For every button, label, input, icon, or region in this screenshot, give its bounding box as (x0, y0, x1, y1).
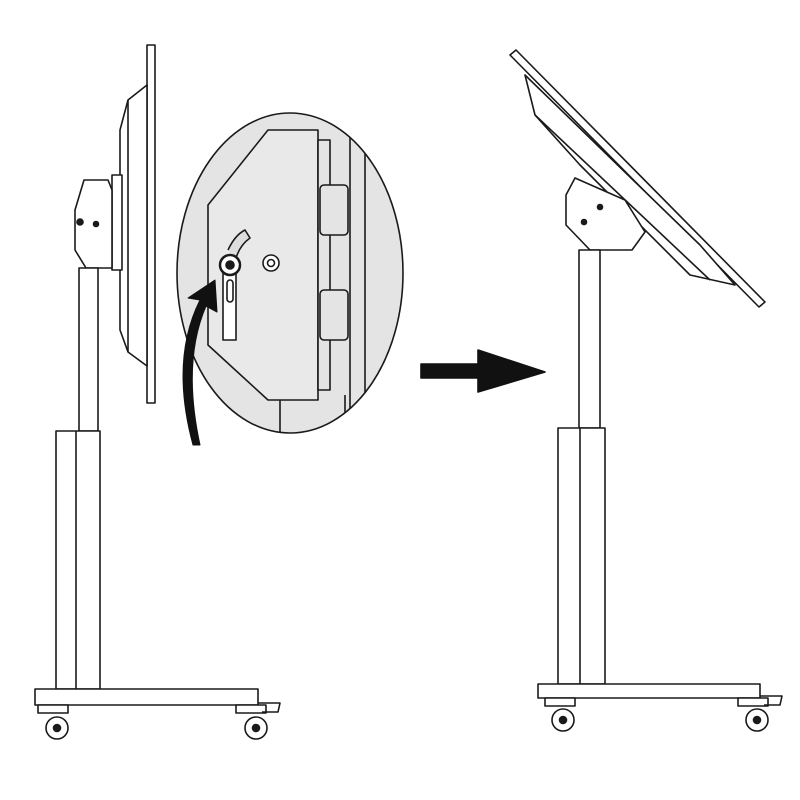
stand-tilted (509, 49, 783, 732)
mount-plate (111, 174, 123, 271)
detail-zoom (176, 112, 404, 446)
base-right (537, 683, 761, 699)
stand-upright (34, 44, 281, 740)
lower-column (55, 430, 101, 690)
lower-column-right (557, 427, 606, 685)
caster-left (37, 704, 69, 740)
base (34, 688, 259, 706)
caster-right-left (544, 697, 576, 732)
tilted-screen-housing (524, 74, 736, 286)
upper-column (78, 267, 99, 432)
tilt-bracket-right (565, 177, 646, 251)
upper-column-right (578, 249, 601, 429)
caster-right-right (737, 695, 783, 732)
tilted-screen-panel (509, 49, 766, 308)
screen-panel (146, 44, 156, 404)
caster-right (235, 702, 281, 740)
rotate-arrow-icon (182, 279, 218, 446)
transition-arrow-icon (420, 349, 546, 393)
screen-back-housing (119, 84, 148, 367)
bracket-knob (76, 218, 84, 226)
